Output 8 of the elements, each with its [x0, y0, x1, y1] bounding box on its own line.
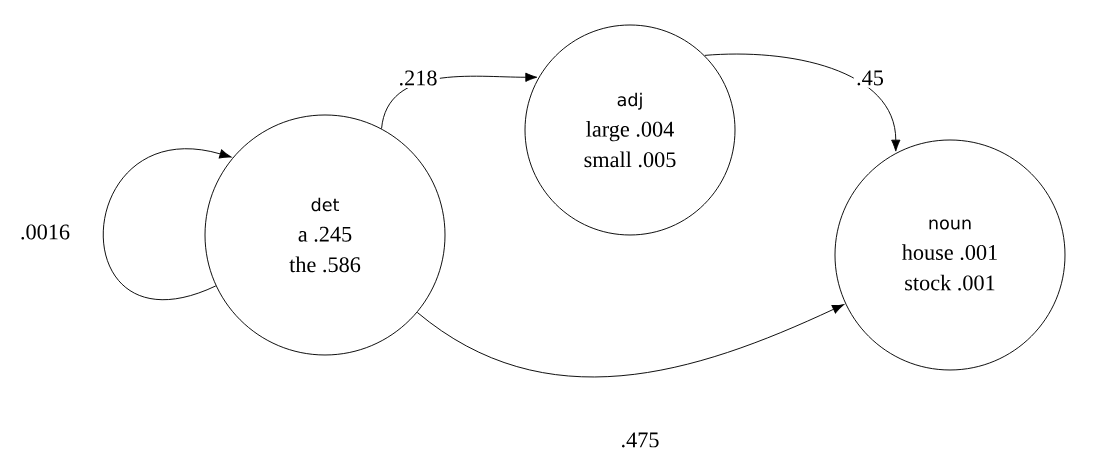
arrow — [704, 53, 901, 152]
edge-label: .45 — [853, 68, 887, 88]
edge-label: .218 — [396, 68, 440, 88]
arrow — [102, 148, 232, 300]
edge-label: .0016 — [17, 222, 73, 242]
arrow — [381, 72, 538, 130]
edge-label: .475 — [618, 430, 662, 450]
arrow — [416, 304, 845, 378]
